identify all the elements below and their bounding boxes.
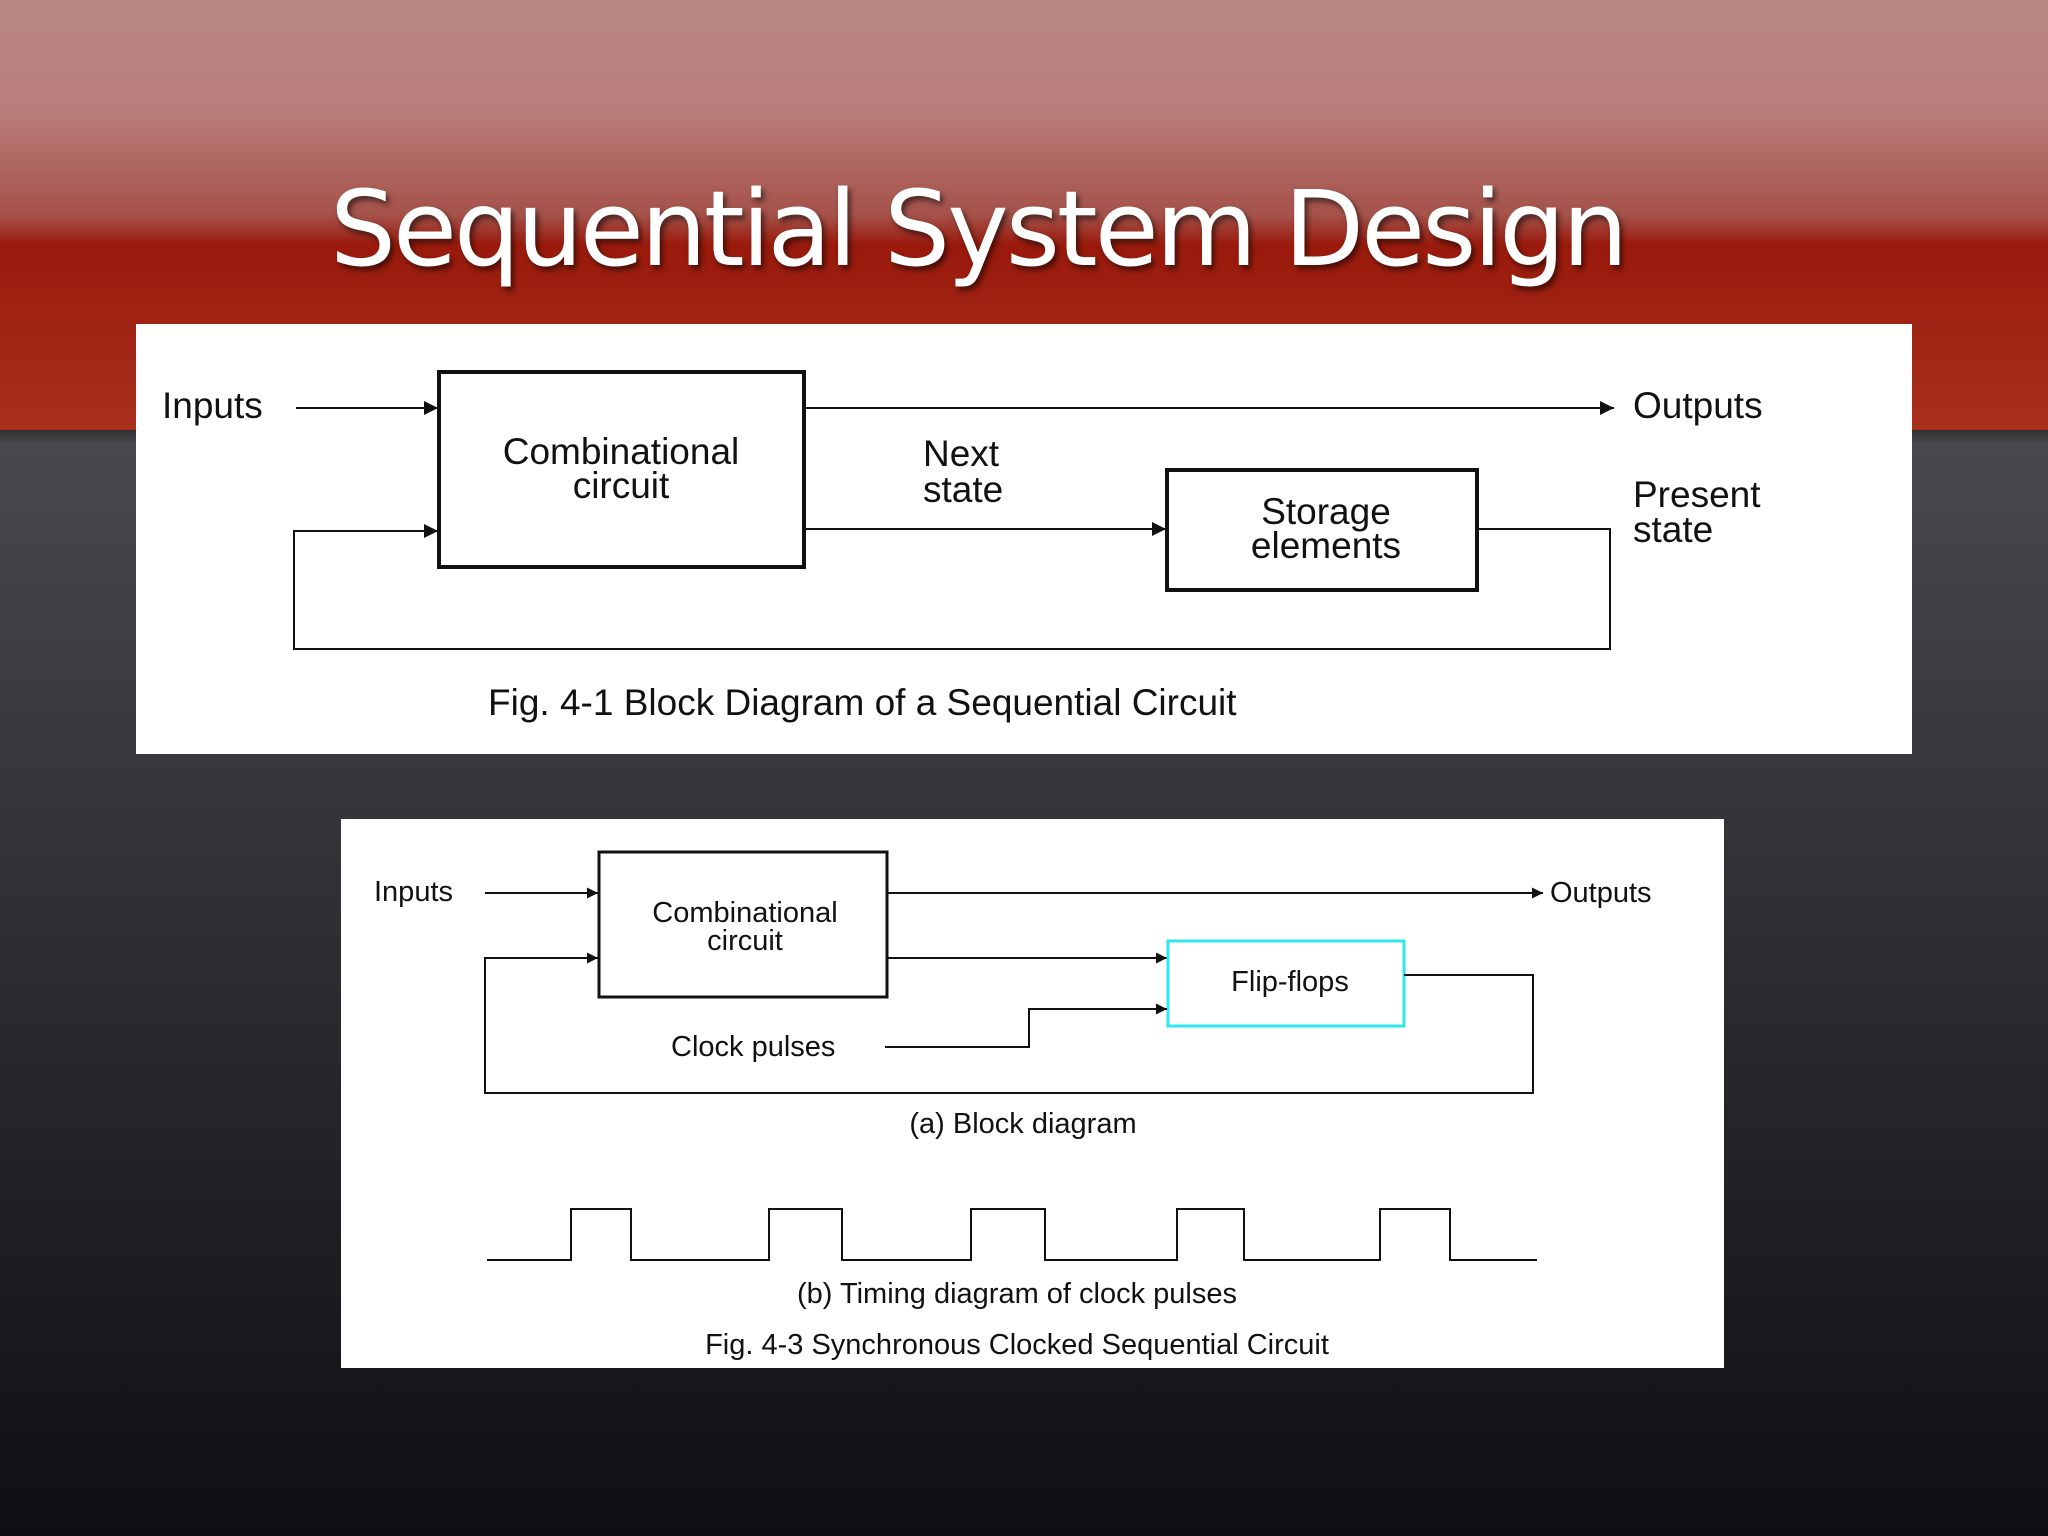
clock-pulses-arrow	[885, 1003, 1167, 1048]
timing-diagram-caption: (b) Timing diagram of clock pulses	[797, 1278, 1237, 1310]
figure2-caption: Fig. 4-3 Synchronous Clocked Sequential …	[705, 1329, 1329, 1361]
combinational-label-line1: Combinational	[652, 897, 837, 929]
combinational-label-line2: circuit	[573, 465, 670, 506]
figure2-diagram: Inputs Combinational circuit Outputs Fli…	[374, 850, 1652, 1361]
combinational-label-line1: Combinational	[503, 431, 740, 472]
present-state-feedback-loop	[293, 524, 1611, 650]
flip-flops-box	[1166, 939, 1406, 1028]
combinational-circuit-box	[437, 370, 806, 569]
figure-synchronous-clocked-circuit: Inputs Combinational circuit Outputs Fli…	[341, 819, 1724, 1368]
next-state-label-line1: Next	[923, 433, 1000, 474]
flip-flops-label: Flip-flops	[1231, 966, 1349, 998]
figure1-diagram: Inputs Combinational circuit Outputs Nex…	[162, 370, 1763, 723]
block-diagram-caption: (a) Block diagram	[909, 1108, 1136, 1140]
storage-label-line1: Storage	[1261, 491, 1391, 532]
combinational-label-line2: circuit	[707, 925, 783, 957]
feedback-loop	[484, 952, 1534, 1094]
next-state-label-line2: state	[923, 469, 1003, 510]
slide-title: Sequential System Design	[330, 168, 1628, 290]
outputs-label: Outputs	[1550, 877, 1652, 909]
inputs-label: Inputs	[162, 385, 263, 426]
clock-pulse-waveform	[487, 1208, 1537, 1261]
clock-pulses-label: Clock pulses	[671, 1031, 835, 1063]
inputs-label: Inputs	[374, 876, 453, 908]
combinational-circuit-box	[597, 850, 889, 999]
present-state-label-line2: state	[1633, 509, 1713, 550]
figure1-caption: Fig. 4-1 Block Diagram of a Sequential C…	[488, 682, 1237, 723]
storage-label-line2: elements	[1251, 525, 1401, 566]
outputs-label: Outputs	[1633, 385, 1763, 426]
present-state-label-line1: Present	[1633, 474, 1761, 515]
figure-sequential-block-diagram: Inputs Combinational circuit Outputs Nex…	[136, 324, 1912, 754]
